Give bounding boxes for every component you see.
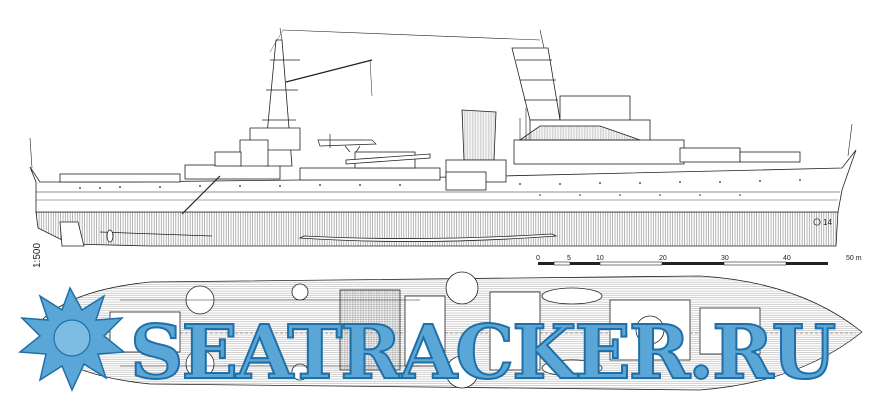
scale-unit-label: 50 m xyxy=(846,255,862,262)
side-profile xyxy=(29,27,857,247)
scale-tick-5: 5 xyxy=(567,255,571,262)
watermark-text: SEATRACKER.RU xyxy=(130,310,835,396)
propeller-shaft xyxy=(99,231,213,237)
seaplane xyxy=(317,134,377,153)
scale-tick-40: 40 xyxy=(783,255,791,262)
funnel xyxy=(461,109,497,161)
scale-tick-20: 20 xyxy=(659,255,667,262)
watermark: SEATRACKER.RU xyxy=(18,286,838,397)
portholes xyxy=(79,179,801,196)
scale-tick-30: 30 xyxy=(721,255,729,262)
catapult xyxy=(345,153,431,165)
rudder xyxy=(59,221,85,247)
bilge-keel xyxy=(298,233,558,242)
scale-bar: 0 5 10 20 30 40 50 m xyxy=(536,255,862,266)
sheet-number: 14 xyxy=(823,218,832,227)
scale-tick-10: 10 xyxy=(596,255,604,262)
sun-logo-icon xyxy=(18,286,126,392)
scale-ratio: 1:500 xyxy=(32,243,43,268)
mainmast xyxy=(214,27,373,167)
plan-view xyxy=(39,271,863,391)
forward-superstructure xyxy=(511,29,801,165)
scale-tick-0: 0 xyxy=(536,255,540,262)
sheet-marker: 14 xyxy=(813,218,832,227)
